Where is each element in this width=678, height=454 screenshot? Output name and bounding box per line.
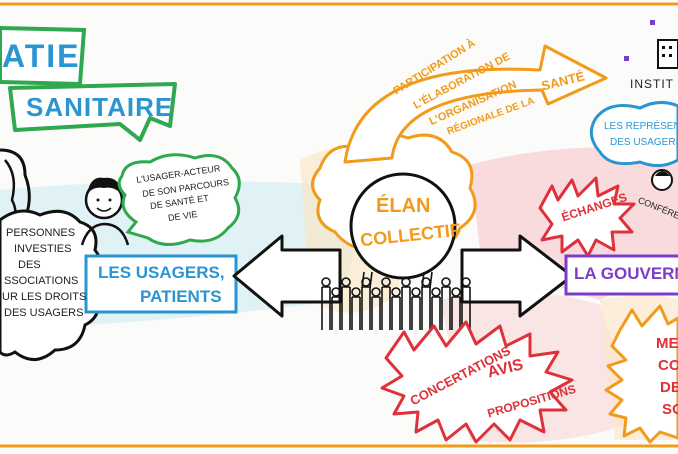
right-edge-line: DE xyxy=(660,379,678,396)
crowd-figure-head xyxy=(371,287,381,297)
left-cloud-line: SSOCIATIONS xyxy=(4,275,79,287)
crowd-figure-head xyxy=(391,287,401,297)
crowd-figure-head xyxy=(381,277,391,287)
left-cloud-line: UR LES DROITS xyxy=(2,291,87,303)
crowd-figure-head xyxy=(461,277,471,287)
left-cloud-line: PERSONNES xyxy=(6,227,76,239)
conference-person xyxy=(651,169,673,191)
crowd-figure-body xyxy=(401,286,411,330)
collective-globe xyxy=(349,172,457,280)
crowd-figure-head xyxy=(351,287,361,297)
crowd-figure-body xyxy=(391,296,401,330)
crowd-figure-body xyxy=(461,286,471,330)
crowd-figure-head xyxy=(401,277,411,287)
crowd-figure-body xyxy=(431,296,441,330)
crowd-figure-body xyxy=(411,296,421,330)
usagers-box xyxy=(84,254,238,314)
institution-label: INSTIT xyxy=(630,77,674,91)
crowd-figure-body xyxy=(321,286,331,330)
left-cloud-line: INVESTIES xyxy=(14,243,72,255)
crowd-figure-body xyxy=(371,296,381,330)
banner-line-2: SANITAIRE xyxy=(26,92,174,122)
gouvernance-label: LA GOUVERN xyxy=(574,264,678,283)
crowd-figure-body xyxy=(381,286,391,330)
crowd-figure-head xyxy=(431,287,441,297)
crowd-figure-raised-arms xyxy=(361,271,373,289)
banner-line-1: ATIE xyxy=(2,38,81,74)
right-edge-line: ME xyxy=(656,335,678,352)
right-arrow xyxy=(460,234,574,318)
crowd-figure-head xyxy=(411,287,421,297)
speech-bubble-outline xyxy=(117,153,241,246)
crowd-figure-head xyxy=(321,277,331,287)
representants-cloud xyxy=(589,101,678,167)
green-banner xyxy=(0,25,177,142)
bottom-burst xyxy=(380,320,574,444)
representants-line-1: LES REPRÉSENT xyxy=(604,121,678,132)
usagers-line-2: PATIENTS xyxy=(140,287,222,306)
man-figure xyxy=(80,177,130,246)
crowd-figure-body xyxy=(451,296,461,330)
crowd-figure-head xyxy=(451,287,461,297)
center-line-1: ÉLAN xyxy=(376,195,431,217)
crowd-figure-body xyxy=(351,296,361,330)
crowd-figure-head xyxy=(331,287,341,297)
crowd-figure-raised-arms xyxy=(421,271,433,289)
gouvernance-box xyxy=(564,254,678,296)
crowd-figure-head xyxy=(341,277,351,287)
right-edge-burst xyxy=(604,304,678,444)
left-cloud-line: DES USAGERS xyxy=(4,307,84,319)
crowd-figures xyxy=(321,271,471,330)
crowd-figure-head xyxy=(441,277,451,287)
right-edge-line: SO xyxy=(662,401,678,418)
crowd-figure-body xyxy=(441,286,451,330)
participation-arrow xyxy=(343,44,608,164)
echanges-burst xyxy=(538,176,636,258)
right-edge-line: CO xyxy=(658,357,678,374)
usagers-line-1: LES USAGERS, xyxy=(98,263,225,282)
crowd-figure-body xyxy=(361,286,371,330)
left-cloud-line: DES xyxy=(18,259,41,271)
crowd-figure-body xyxy=(341,286,351,330)
crowd-figure-body xyxy=(331,296,341,330)
representants-line-2: DES USAGERS xyxy=(610,137,678,148)
crowd-figure-body xyxy=(421,286,431,330)
building-icon xyxy=(624,20,678,69)
